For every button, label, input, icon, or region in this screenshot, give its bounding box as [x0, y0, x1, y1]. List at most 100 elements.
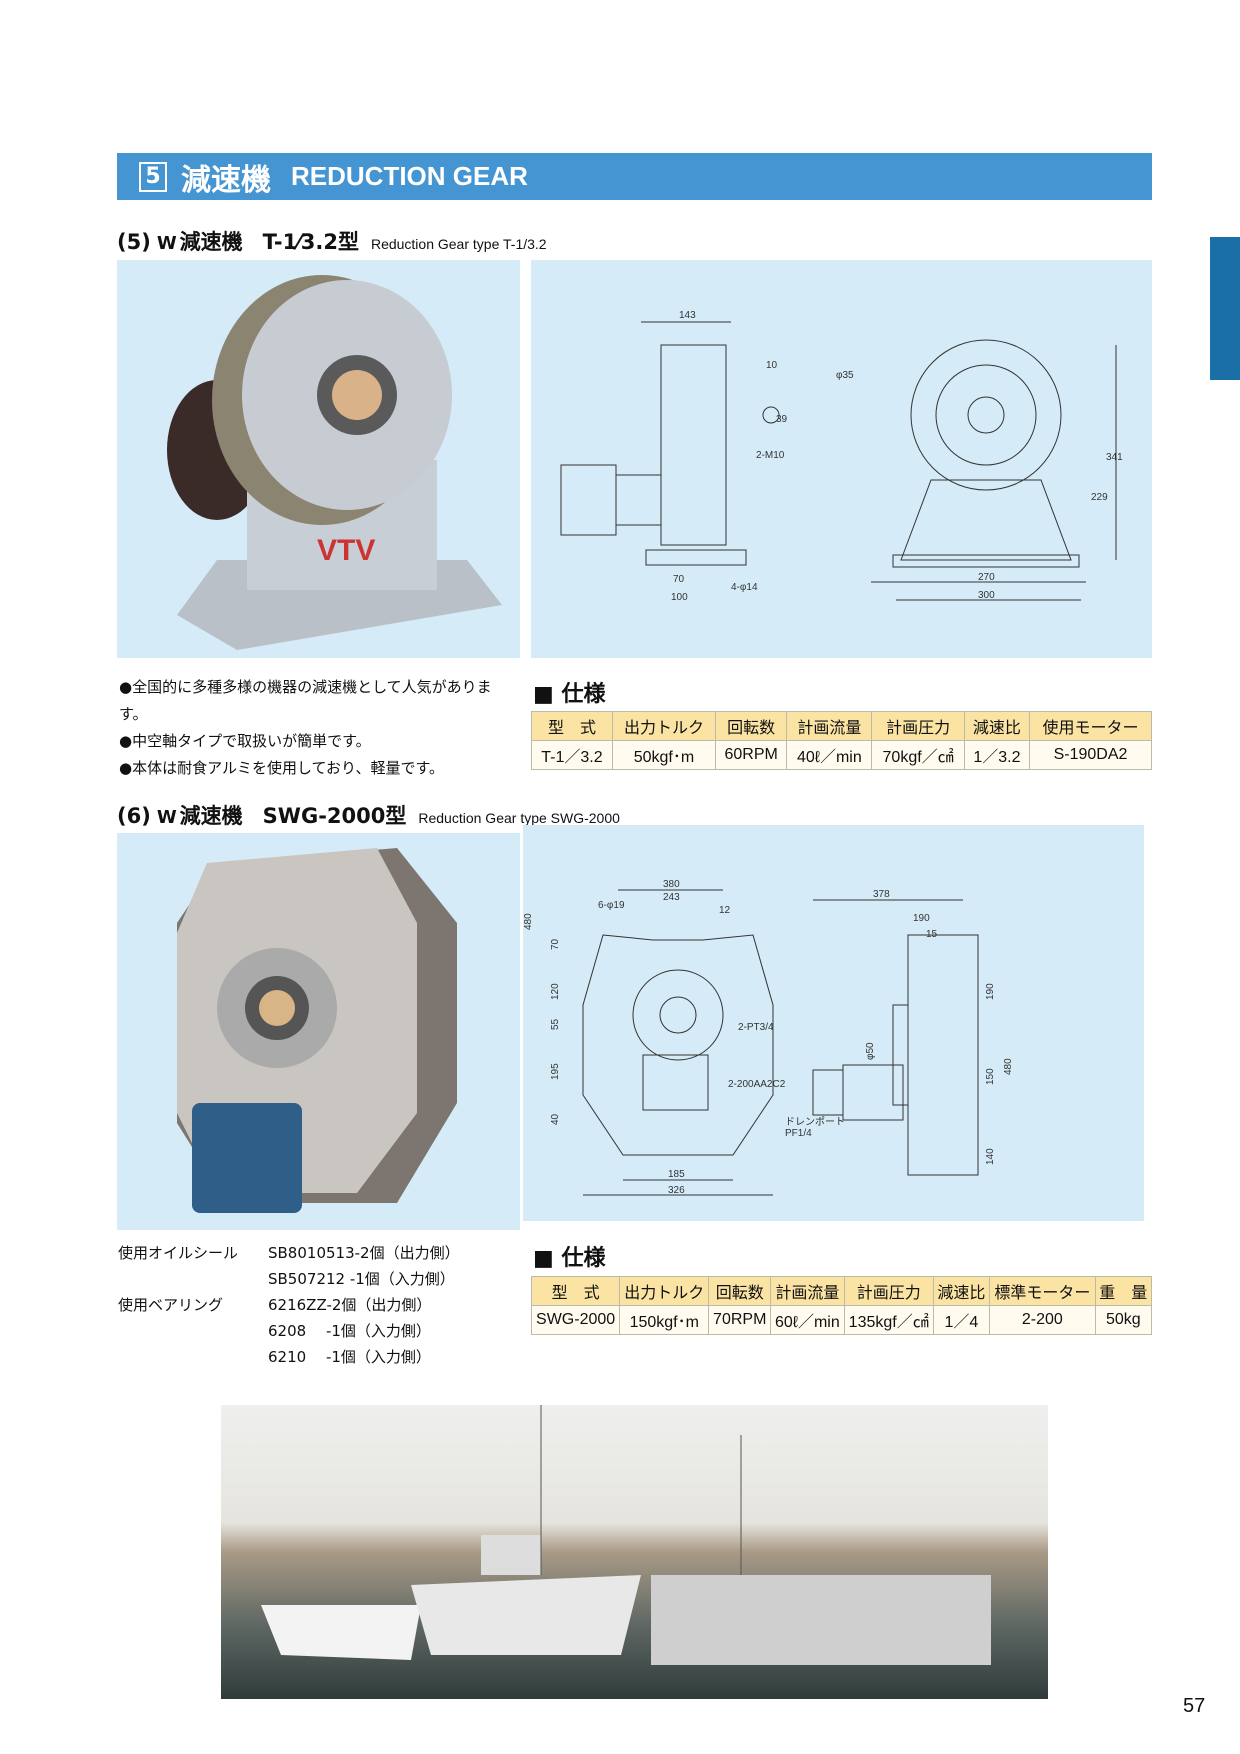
table-header-row: 型 式出力トルク回転数計画流量計画圧力減速比使用モーター [531, 711, 1152, 741]
svg-text:ドレンポート: ドレンポート [785, 1116, 845, 1128]
col-header: 型 式 [530, 1276, 621, 1306]
svg-text:6-φ19: 6-φ19 [598, 900, 625, 911]
col-header: 重 量 [1094, 1276, 1153, 1306]
product-photo-t: VTV [117, 260, 520, 658]
svg-text:190: 190 [913, 913, 930, 924]
page-number: 57 [1183, 1695, 1206, 1717]
harbor-boats-photo [221, 1405, 1048, 1699]
parts-label: 使用ベアリング [118, 1296, 224, 1314]
svg-text:378: 378 [873, 889, 890, 900]
cell: SWG-2000 [530, 1305, 621, 1335]
section-header-band: 5 減速機 REDUCTION GEAR [117, 153, 1152, 200]
col-header: 出力トルク [619, 1276, 710, 1306]
col-header: 使用モーター [1029, 711, 1152, 741]
svg-text:140: 140 [985, 1148, 996, 1165]
cell: 2-200 [989, 1305, 1096, 1335]
svg-text:480: 480 [1003, 1058, 1014, 1075]
cell: 1／3.2 [963, 740, 1031, 770]
svg-text:70: 70 [550, 938, 561, 950]
svg-text:270: 270 [978, 572, 995, 583]
svg-text:326: 326 [668, 1185, 685, 1196]
parts-label [118, 1344, 268, 1370]
cell: 70kgf／㎠ [871, 740, 965, 770]
product-photo-swg [117, 833, 520, 1230]
svg-text:243: 243 [663, 892, 680, 903]
svg-text:PF1/4: PF1/4 [785, 1128, 812, 1139]
col-header: 回転数 [708, 1276, 772, 1306]
table-header-row: 型 式出力トルク回転数計画流量計画圧力減速比標準モーター重 量 [530, 1276, 1153, 1306]
subsection-title-jp: 減速機 [179, 230, 243, 254]
cell: 60ℓ／min [770, 1305, 845, 1335]
subsection-title-en: Reduction Gear type SWG-2000 [418, 810, 620, 826]
svg-text:341: 341 [1106, 452, 1123, 463]
subsection-title-en: Reduction Gear type T-1/3.2 [370, 236, 547, 252]
col-header: 標準モーター [989, 1276, 1096, 1306]
parts-value: 6216ZZ-2個（出力側） [268, 1296, 432, 1314]
page-edge-tab [1210, 237, 1240, 380]
svg-text:185: 185 [668, 1169, 685, 1180]
spec-heading: ■ 仕様 [533, 1246, 606, 1271]
svg-text:143: 143 [679, 310, 696, 321]
svg-text:120: 120 [550, 983, 561, 1000]
svg-text:480: 480 [523, 913, 534, 930]
model-name: T-1⁄3.2型 [262, 230, 359, 254]
model-name: SWG-2000型 [262, 804, 407, 828]
col-header: 回転数 [714, 711, 788, 741]
parts-value: SB8010513-2個（出力側） [268, 1244, 460, 1262]
feature-item: ●全国的に多種多様の機器の減速機として人気があります。 [119, 678, 492, 723]
cell: 70RPM [708, 1305, 772, 1335]
svg-text:150: 150 [985, 1068, 996, 1085]
svg-text:12: 12 [719, 905, 731, 916]
feature-item: ●本体は耐食アルミを使用しており、軽量です。 [119, 759, 444, 777]
cell: T-1／3.2 [531, 740, 613, 770]
parts-row: SB507212 -1個（入力側） [118, 1266, 518, 1292]
svg-text:55: 55 [550, 1018, 561, 1030]
svg-text:195: 195 [550, 1063, 561, 1080]
cell: 150kgf･m [619, 1305, 710, 1335]
svg-text:VTV: VTV [317, 534, 375, 567]
svg-text:39: 39 [776, 414, 788, 425]
svg-text:229: 229 [1091, 492, 1108, 503]
spec-table-swg: 型 式出力トルク回転数計画流量計画圧力減速比標準モーター重 量 SWG-2000… [530, 1276, 1153, 1335]
cell: 135kgf／㎠ [843, 1305, 934, 1335]
svg-text:10: 10 [766, 360, 778, 371]
svg-text:70: 70 [673, 574, 685, 585]
cell: 1／4 [932, 1305, 991, 1335]
svg-text:4-φ14: 4-φ14 [731, 582, 758, 593]
brand-logo: W [156, 807, 177, 828]
section-number: 5 [139, 161, 167, 192]
col-header: 減速比 [932, 1276, 991, 1306]
subsection-index: (6) [117, 804, 151, 828]
col-header: 計画圧力 [843, 1276, 934, 1306]
subsection-title-t: (5) W 減速機 T-1⁄3.2型 Reduction Gear type T… [117, 226, 547, 256]
spec-heading: ■ 仕様 [533, 682, 606, 707]
cell: 60RPM [714, 740, 788, 770]
svg-text:380: 380 [663, 879, 680, 890]
col-header: 出力トルク [611, 711, 716, 741]
section-title-jp: 減速機 [181, 162, 271, 198]
cell: 50kgf･m [611, 740, 716, 770]
col-header: 型 式 [531, 711, 613, 741]
subsection-title-jp: 減速機 [179, 804, 243, 828]
parts-row: 6208 -1個（入力側） [118, 1318, 518, 1344]
parts-label [118, 1266, 268, 1292]
cell: 40ℓ／min [786, 740, 873, 770]
svg-text:300: 300 [978, 590, 995, 601]
svg-text:2-M10: 2-M10 [756, 450, 785, 461]
section-title-en: REDUCTION GEAR [291, 161, 528, 191]
svg-text:15: 15 [926, 929, 938, 940]
subsection-title-swg: (6) W 減速機 SWG-2000型 Reduction Gear type … [117, 800, 620, 830]
col-header: 計画圧力 [871, 711, 965, 741]
svg-text:φ35: φ35 [836, 370, 854, 381]
subsection-index: (5) [117, 230, 151, 254]
cell: 50kg [1094, 1305, 1153, 1335]
svg-text:2-200AA2C2: 2-200AA2C2 [728, 1079, 786, 1090]
svg-text:φ50: φ50 [865, 1042, 876, 1060]
brand-logo: W [156, 233, 177, 254]
feature-list: ●全国的に多種多様の機器の減速機として人気があります。 ●中空軸タイプで取扱いが… [119, 674, 519, 782]
col-header: 計画流量 [770, 1276, 845, 1306]
parts-row: 6210 -1個（入力側） [118, 1344, 518, 1370]
